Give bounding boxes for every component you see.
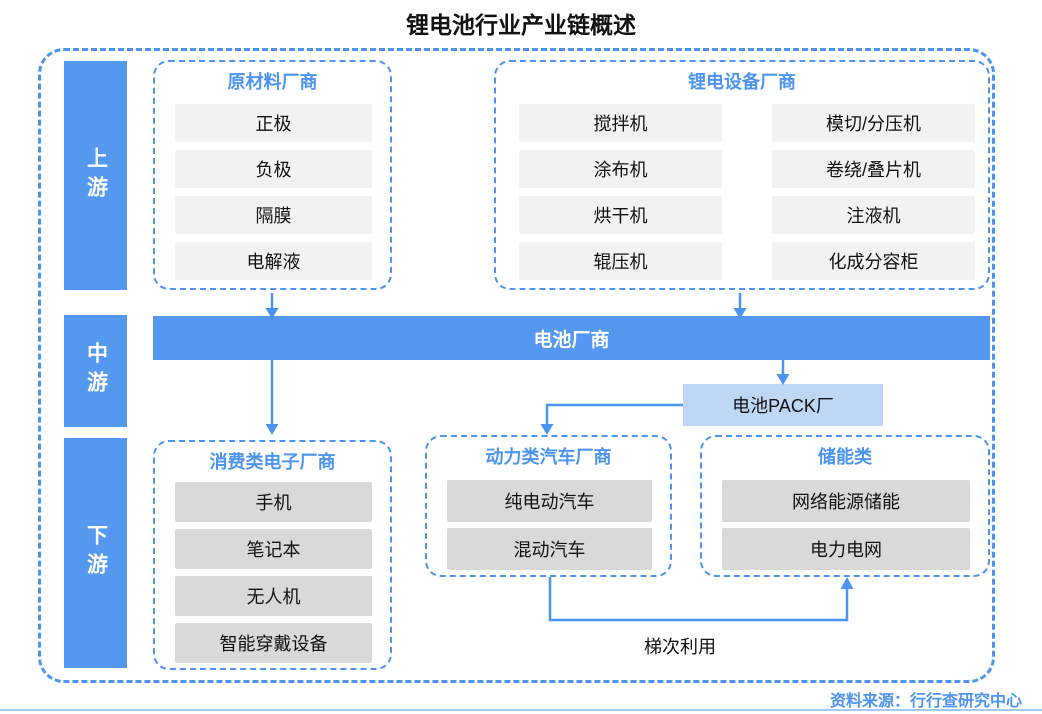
list-item: 卷绕/叠片机 — [772, 150, 975, 188]
group-title-energy-storage: 储能类 — [818, 447, 872, 467]
page-title: 锂电池行业产业链概述 — [406, 12, 636, 38]
list-item: 注液机 — [772, 196, 975, 234]
list-item: 涂布机 — [519, 150, 722, 188]
group-box-raw-materials: 原材料厂商 正极负极隔膜电解液 — [153, 60, 392, 290]
group-box-consumer-electronics: 消费类电子厂商 手机笔记本无人机智能穿戴设备 — [153, 440, 392, 670]
battery-manufacturer-bar: 电池厂商 — [153, 316, 990, 360]
list-item: 纯电动汽车 — [447, 480, 652, 522]
list-item: 负极 — [175, 150, 372, 188]
data-source-note: 资料来源：行行查研究中心 — [829, 693, 1022, 710]
group-box-ev-makers: 动力类汽车厂商 纯电动汽车混动汽车 — [425, 435, 672, 577]
equipment-columns: 搅拌机涂布机烘干机辊压机 模切/分压机卷绕/叠片机注液机化成分容柜 — [496, 100, 988, 288]
equipment-column-2: 模切/分压机卷绕/叠片机注液机化成分容柜 — [772, 104, 975, 288]
group-title-equipment: 锂电设备厂商 — [688, 72, 796, 92]
list-item: 辊压机 — [519, 242, 722, 280]
stage-label-midstream: 中游 — [64, 315, 127, 427]
list-item: 化成分容柜 — [772, 242, 975, 280]
energy-storage-list: 网络能源储能电力电网 — [702, 475, 988, 576]
list-item: 手机 — [175, 482, 372, 522]
list-item: 笔记本 — [175, 529, 372, 569]
group-title-raw-materials: 原材料厂商 — [227, 72, 318, 92]
list-item: 混动汽车 — [447, 528, 652, 570]
ev-makers-list: 纯电动汽车混动汽车 — [427, 475, 670, 576]
list-item: 烘干机 — [519, 196, 722, 234]
stage-label-upstream: 上游 — [64, 61, 127, 290]
stage-label-downstream: 下游 — [64, 438, 127, 668]
group-box-equipment: 锂电设备厂商 搅拌机涂布机烘干机辊压机 模切/分压机卷绕/叠片机注液机化成分容柜 — [494, 60, 990, 290]
cascade-utilization-label: 梯次利用 — [644, 637, 716, 657]
list-item: 网络能源储能 — [722, 480, 970, 522]
group-title-ev-makers: 动力类汽车厂商 — [485, 447, 612, 467]
battery-pack-factory-box: 电池PACK厂 — [683, 384, 883, 426]
list-item: 无人机 — [175, 576, 372, 616]
raw-materials-list: 正极负极隔膜电解液 — [155, 100, 390, 288]
list-item: 隔膜 — [175, 196, 372, 234]
list-item: 电力电网 — [722, 528, 970, 570]
list-item: 搅拌机 — [519, 104, 722, 142]
list-item: 正极 — [175, 104, 372, 142]
group-box-energy-storage: 储能类 网络能源储能电力电网 — [700, 435, 990, 577]
consumer-electronics-list: 手机笔记本无人机智能穿戴设备 — [155, 480, 390, 670]
group-title-consumer-electronics: 消费类电子厂商 — [209, 452, 336, 472]
list-item: 模切/分压机 — [772, 104, 975, 142]
outer-dashed-frame — [38, 48, 995, 683]
list-item: 电解液 — [175, 242, 372, 280]
list-item: 智能穿戴设备 — [175, 623, 372, 663]
equipment-column-1: 搅拌机涂布机烘干机辊压机 — [519, 104, 722, 288]
footer-divider-line — [0, 709, 1042, 711]
